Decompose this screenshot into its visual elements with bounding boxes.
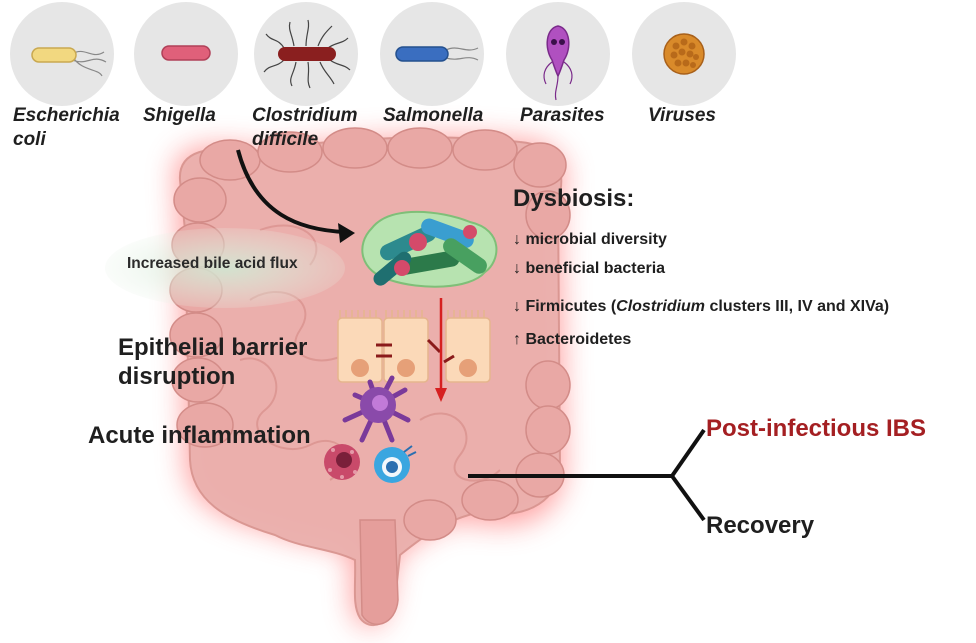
clostridium-circle	[254, 2, 358, 106]
pathogen-label-viruses: Viruses	[648, 105, 716, 126]
epithelium-icon	[337, 298, 491, 402]
dysbiosis-item: ↓ Firmicutes (Clostridium clusters III, …	[513, 298, 890, 315]
inflammation-label: Acute inflammation	[88, 422, 311, 449]
salmonella-icon	[395, 46, 479, 62]
viruses-circle	[632, 2, 736, 106]
post-infectious-ibs-label: Post-infectious IBS	[706, 415, 927, 442]
recovery-label: Recovery	[706, 512, 815, 539]
virus-icon	[663, 33, 705, 75]
clostridium-icon	[263, 19, 351, 89]
dendritic-cell-icon	[342, 375, 411, 443]
pathogen-label-salmonella: Salmonella	[383, 105, 484, 126]
dysbiosis-item: ↓ microbial diversity	[513, 231, 667, 248]
bacteria-cluster-icon	[361, 210, 498, 288]
salmonella-circle	[380, 2, 484, 106]
parasites-circle	[506, 2, 610, 106]
e-coli-icon	[31, 47, 107, 77]
shigella-icon	[161, 45, 211, 61]
mast-cell-icon	[324, 444, 360, 480]
pathogen-label-shigella: Shigella	[143, 105, 216, 126]
parasite-icon	[543, 25, 573, 101]
dysbiosis-item: ↑ Bacteroidetes	[513, 331, 632, 348]
dysbiosis-item: ↓ beneficial bacteria	[513, 260, 666, 277]
lymphocyte-icon	[374, 445, 417, 483]
pathogen-label-parasites: Parasites	[520, 105, 605, 126]
dysbiosis-title: Dysbiosis:	[513, 185, 635, 212]
shigella-circle	[134, 2, 238, 106]
bile-acid-label: Increased bile acid flux	[127, 255, 298, 272]
e-coli-circle	[10, 2, 114, 106]
